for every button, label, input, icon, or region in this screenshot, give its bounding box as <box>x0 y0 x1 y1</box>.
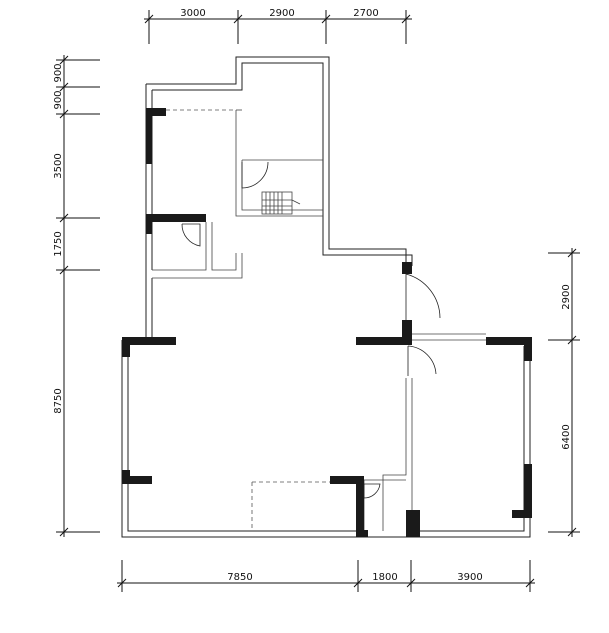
bottom-dimension-2: 1800 <box>372 572 397 583</box>
door-swing <box>241 161 269 189</box>
pier <box>146 214 206 222</box>
bottom-dimension-chain: 7850 1800 3900 <box>117 560 535 592</box>
pier <box>524 337 532 361</box>
left-dimension-2: 900 <box>53 90 64 109</box>
walls <box>121 56 531 538</box>
pier <box>122 337 130 357</box>
pier <box>406 510 420 537</box>
wall-piers <box>122 108 532 537</box>
pier <box>122 337 176 345</box>
left-dimension-3: 3500 <box>53 153 64 178</box>
left-dimension-5: 8750 <box>53 388 64 413</box>
door-swing <box>181 223 201 247</box>
pier <box>512 510 532 518</box>
pier <box>524 464 532 518</box>
pier <box>402 320 412 345</box>
stairs <box>261 191 301 215</box>
pier <box>356 530 368 537</box>
right-dimension-chain: 2900 6400 <box>548 248 580 537</box>
pier <box>152 108 166 116</box>
pier <box>146 214 152 234</box>
right-dimension-2: 6400 <box>561 424 572 449</box>
pier <box>356 476 364 534</box>
top-dimension-chain: 3000 2900 2700 <box>144 8 412 44</box>
dashed-lines <box>166 109 330 531</box>
pier <box>146 108 152 164</box>
left-dimension-chain: 900 900 3500 1750 8750 <box>53 55 100 537</box>
left-dimension-4: 1750 <box>53 231 64 256</box>
bottom-dimension-3: 3900 <box>457 572 482 583</box>
left-dimension-1: 900 <box>53 63 64 82</box>
pier <box>330 476 360 484</box>
top-dimension-1: 3000 <box>180 8 205 19</box>
top-dimension-3: 2700 <box>353 8 378 19</box>
bottom-dimension-1: 7850 <box>227 572 252 583</box>
doors <box>181 161 441 499</box>
pier <box>122 476 152 484</box>
door-swing <box>405 273 441 320</box>
pier <box>356 337 408 345</box>
top-dimension-2: 2900 <box>269 8 294 19</box>
door-swing <box>407 345 437 376</box>
door-swing <box>363 483 381 499</box>
right-dimension-1: 2900 <box>561 284 572 309</box>
pier <box>402 262 412 274</box>
pier <box>486 337 530 345</box>
